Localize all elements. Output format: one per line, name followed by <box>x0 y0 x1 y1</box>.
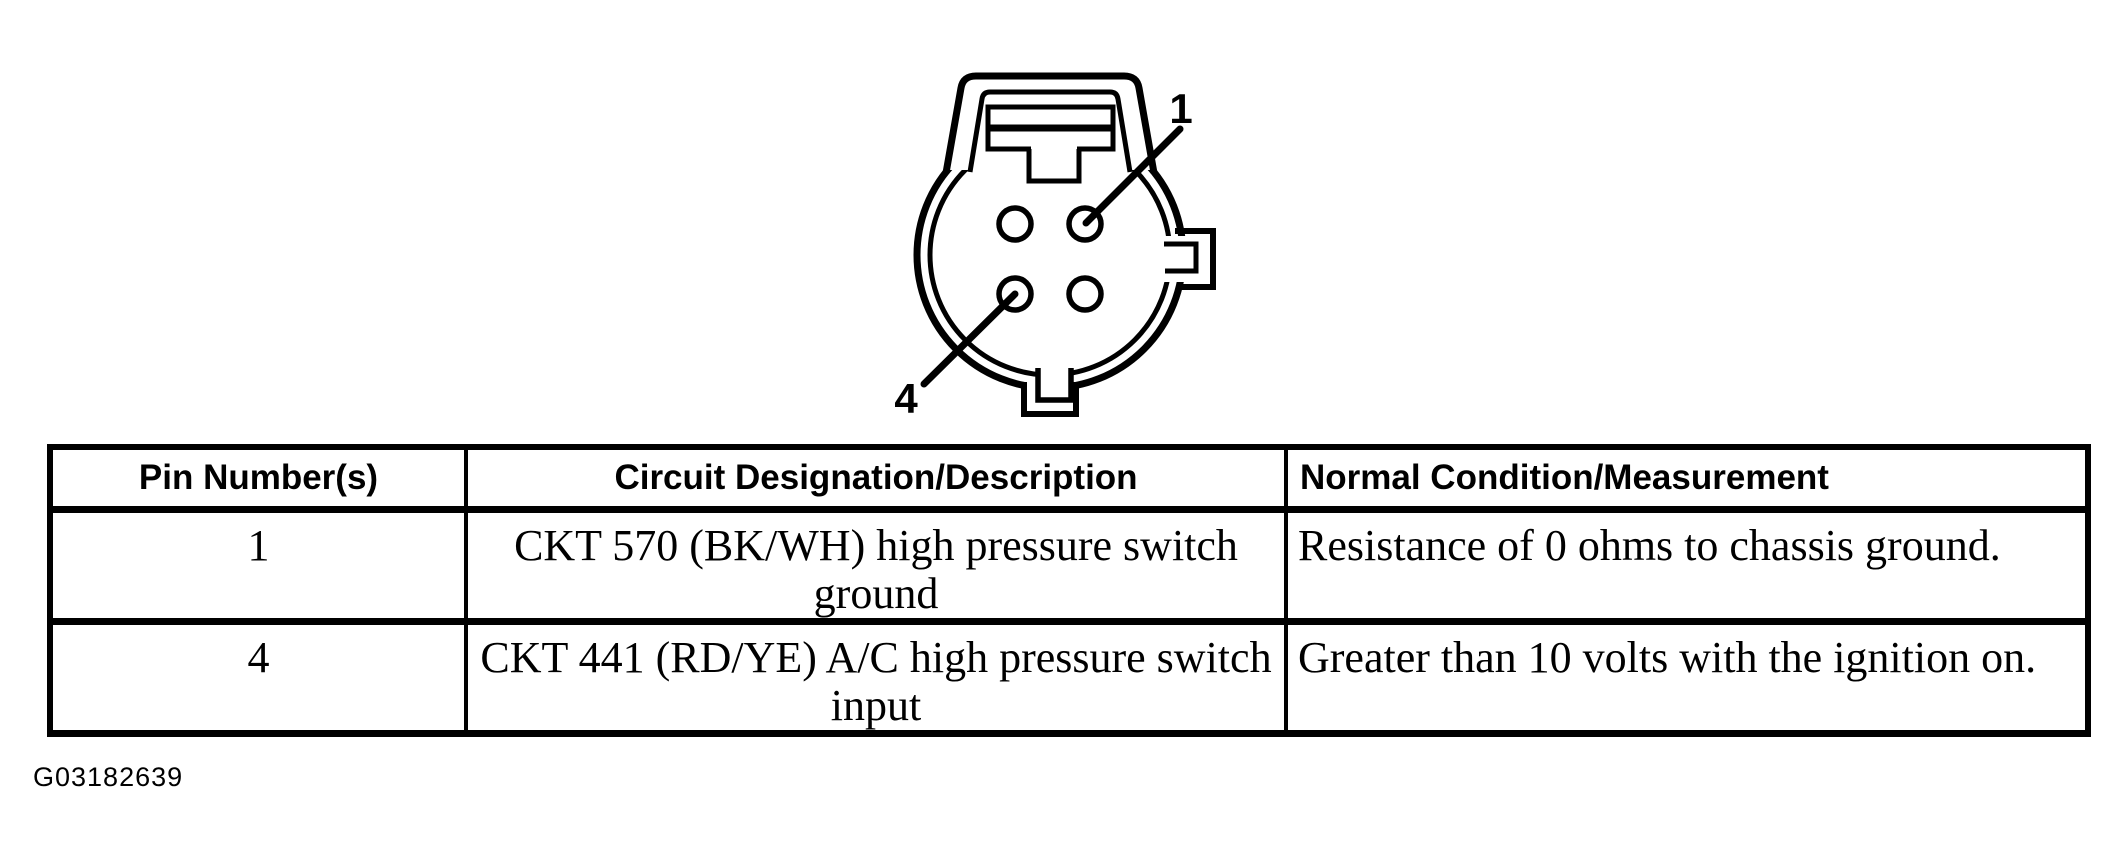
bottom-tab-fill <box>1027 381 1073 413</box>
header-circuit-designation: Circuit Designation/Description <box>464 445 1288 513</box>
circuit-line-1: CKT 441 (RD/YE) A/C high pressure switch <box>480 632 1272 682</box>
circuit-description-cell: CKT 570 (BK/WH) high pressure switch gro… <box>464 507 1288 625</box>
latch-outer-wall <box>942 72 1158 174</box>
pin-number-cell: 1 <box>48 507 468 625</box>
bottom-keyway-fill <box>1040 362 1070 380</box>
right-notch-inner <box>1164 241 1199 274</box>
circuit-line-2: input <box>830 680 922 730</box>
circuit-description-cell: CKT 441 (RD/YE) A/C high pressure switch… <box>464 619 1288 737</box>
header-normal-condition: Normal Condition/Measurement <box>1284 445 2090 513</box>
latch-tab-fill <box>1031 146 1077 182</box>
right-notch-outer <box>1175 228 1216 290</box>
figure-id: G03182639 <box>33 762 184 792</box>
circuit-line-1: CKT 570 (BK/WH) high pressure switch <box>514 520 1238 570</box>
pin-1-hole <box>1066 205 1104 243</box>
connector-diagram: 1 4 <box>894 72 1218 422</box>
latch-tab <box>1026 149 1082 184</box>
normal-condition-cell: Greater than 10 volts with the ignition … <box>1284 619 2090 737</box>
table-row-pin-4: 4 CKT 441 (RD/YE) A/C high pressure swit… <box>48 619 2090 737</box>
pin-4-callout: 4 <box>894 375 918 422</box>
pinout-table: Pin Number(s) Circuit Designation/Descri… <box>47 444 2091 737</box>
normal-condition-cell: Resistance of 0 ohms to chassis ground. <box>1284 507 2090 625</box>
bottom-tab <box>1021 382 1079 417</box>
pin-2-hole <box>996 205 1034 243</box>
header-pin-numbers: Pin Number(s) <box>48 445 468 513</box>
pin-number-cell: 4 <box>48 619 468 737</box>
pin-1-leader-line <box>1082 125 1184 227</box>
pin-1-callout: 1 <box>1169 85 1192 132</box>
header-row: Pin Number(s) Circuit Designation/Descri… <box>48 445 2090 513</box>
pin-4-leader-line <box>920 290 1019 388</box>
latch-inner-wall <box>967 89 1133 173</box>
bottom-keyway <box>1035 368 1074 403</box>
pin-4-hole <box>996 275 1034 313</box>
circuit-line-2: ground <box>813 568 939 618</box>
pin-3-hole <box>1066 275 1104 313</box>
table-row-pin-1: 1 CKT 570 (BK/WH) high pressure switch g… <box>48 507 2090 625</box>
